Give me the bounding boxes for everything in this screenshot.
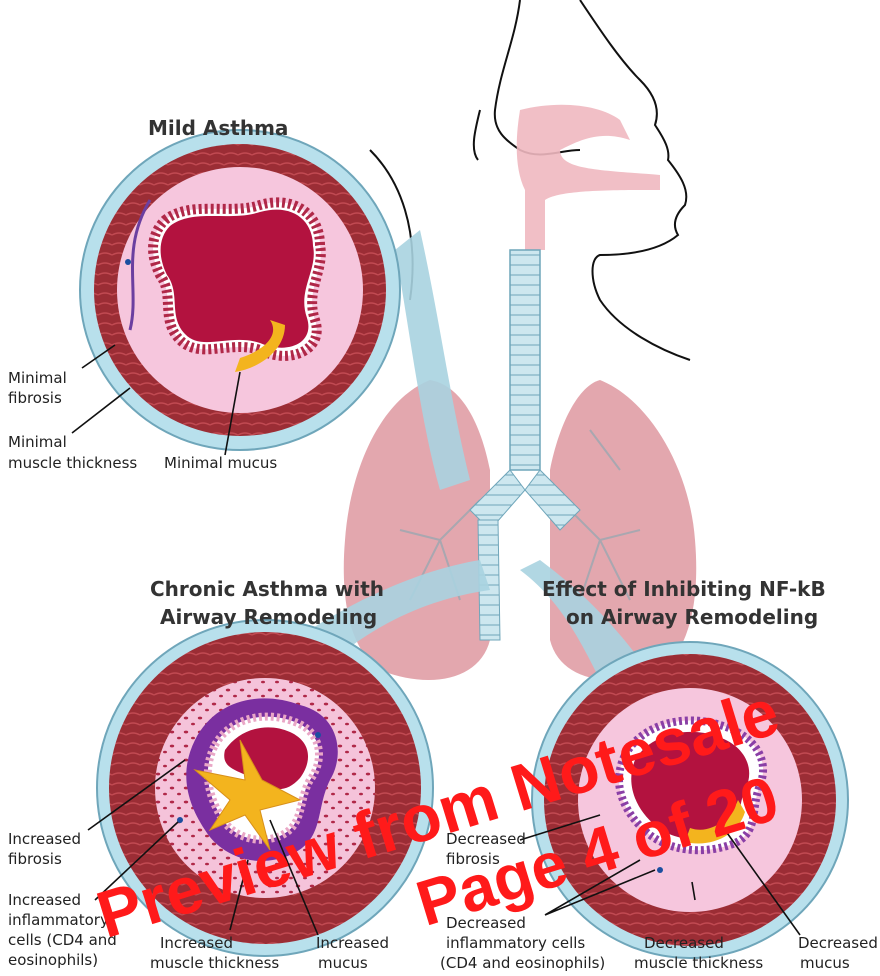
label-decreased-cells-2: inflammatory cells <box>446 933 585 953</box>
title-nfkb-effect-line1: Effect of Inhibiting NF-kB <box>542 576 826 602</box>
label-minimal-fibrosis-2: fibrosis <box>8 388 62 408</box>
label-increased-mucus-2: mucus <box>318 953 368 973</box>
label-increased-cells-3: cells (CD4 and <box>8 930 117 950</box>
label-increased-fibrosis-1: Increased <box>8 829 81 849</box>
label-increased-cells-4: eosinophils) <box>8 950 98 970</box>
label-decreased-cells-3: (CD4 and eosinophils) <box>440 953 605 973</box>
label-decreased-muscle-1: Decreased <box>644 933 724 953</box>
label-minimal-muscle-2: muscle thickness <box>8 453 137 473</box>
label-increased-muscle-2: muscle thickness <box>150 953 279 973</box>
title-chronic-asthma-line1: Chronic Asthma with <box>150 576 384 602</box>
label-increased-muscle-1: Increased <box>160 933 233 953</box>
nasal-passage <box>517 105 660 250</box>
title-nfkb-effect-line2: on Airway Remodeling <box>566 604 818 630</box>
label-decreased-mucus-2: mucus <box>800 953 850 973</box>
label-increased-fibrosis-2: fibrosis <box>8 849 62 869</box>
label-increased-cells-1: Increased <box>8 890 81 910</box>
mild-asthma-cross-section <box>80 130 400 450</box>
label-minimal-muscle-1: Minimal <box>8 432 67 452</box>
label-increased-cells-2: inflammatory <box>8 910 109 930</box>
label-decreased-muscle-2: muscle thickness <box>634 953 763 973</box>
label-minimal-fibrosis-1: Minimal <box>8 368 67 388</box>
title-chronic-asthma-line2: Airway Remodeling <box>160 604 377 630</box>
title-mild-asthma: Mild Asthma <box>148 115 288 141</box>
label-decreased-mucus-1: Decreased <box>798 933 878 953</box>
label-increased-mucus-1: Increased <box>316 933 389 953</box>
label-minimal-mucus: Minimal mucus <box>164 453 277 473</box>
